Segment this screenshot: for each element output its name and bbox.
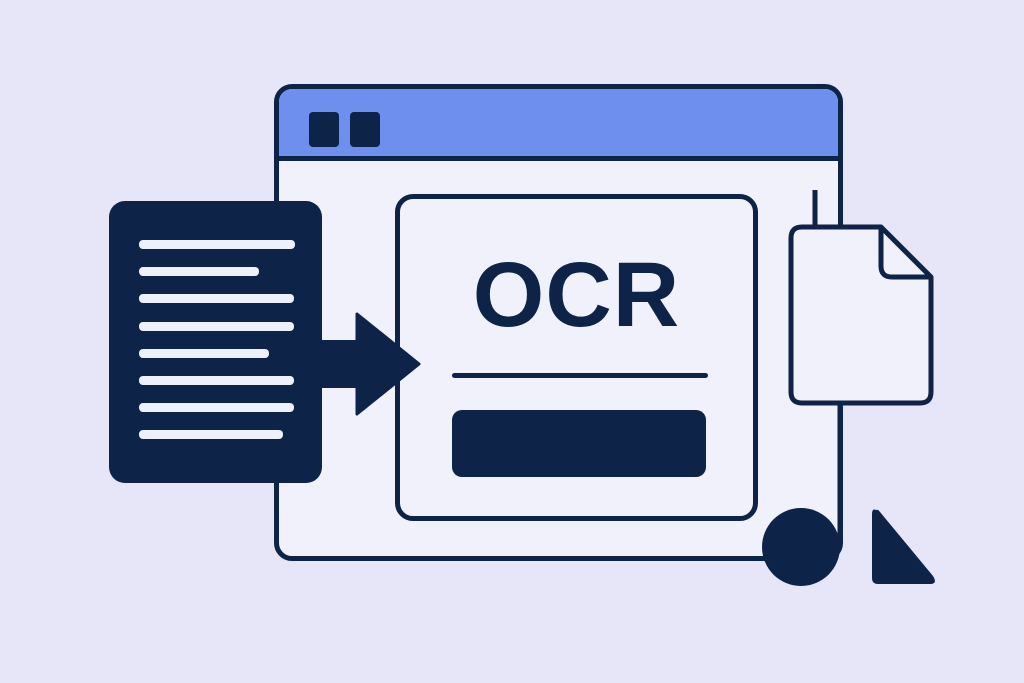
text-line	[139, 267, 259, 276]
window-titlebar	[279, 89, 838, 161]
arrow-shaft	[322, 340, 358, 388]
text-line	[139, 294, 294, 303]
text-line	[139, 322, 294, 331]
ocr-title: OCR	[472, 244, 681, 346]
text-line	[139, 376, 294, 385]
window-control-button-2[interactable]	[350, 112, 380, 147]
output-file-icon	[788, 224, 934, 406]
text-line	[139, 349, 269, 358]
circle-shape-icon	[762, 508, 840, 586]
divider	[452, 373, 708, 378]
triangle-shape-icon	[872, 509, 935, 584]
source-document-icon	[109, 201, 322, 483]
window-control-button-1[interactable]	[309, 112, 339, 147]
text-line	[139, 403, 294, 412]
ocr-action-button[interactable]	[452, 410, 706, 477]
text-line	[139, 240, 295, 249]
arrow-right-icon	[355, 312, 421, 416]
ocr-panel: OCR	[395, 194, 758, 521]
text-line	[139, 430, 283, 439]
